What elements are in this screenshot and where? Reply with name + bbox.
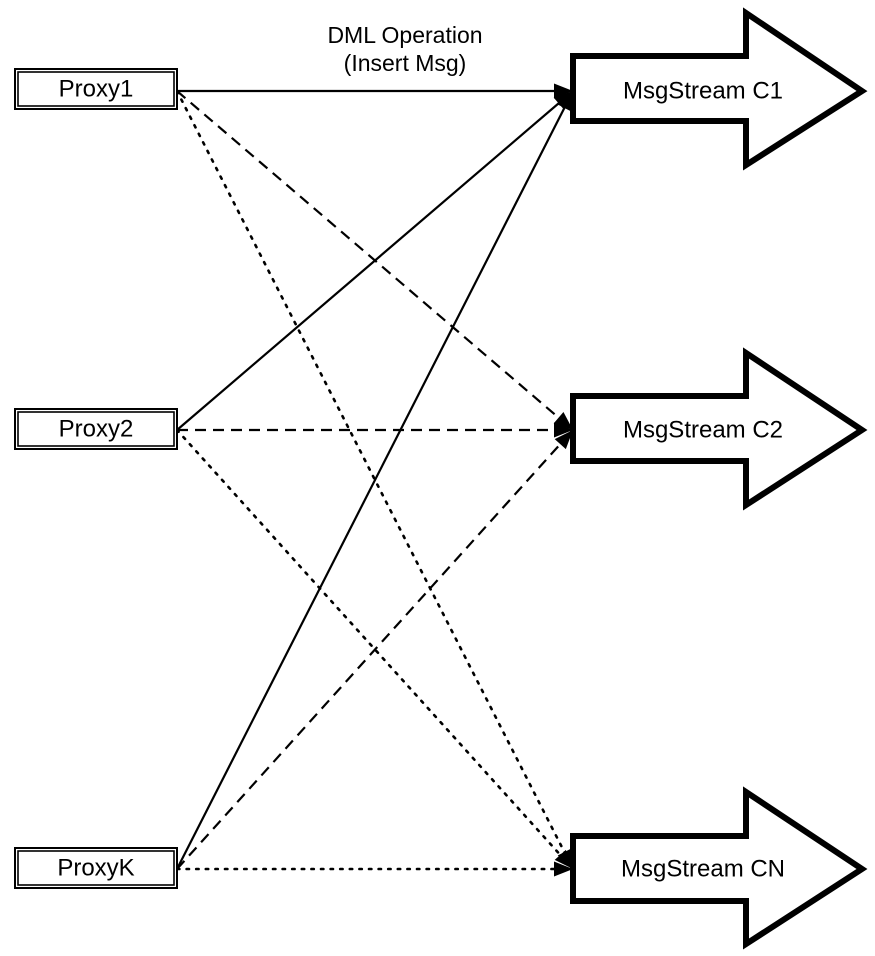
- proxy-node-proxyk[interactable]: ProxyK: [14, 847, 178, 889]
- connector-p1-cn: [175, 89, 568, 858]
- proxy-node-proxy2[interactable]: Proxy2: [14, 408, 178, 450]
- dml-operation-label-line2: (Insert Msg): [344, 50, 467, 76]
- dml-operation-label: DML Operation (Insert Msg): [327, 22, 482, 76]
- connector-p1-c2: [176, 90, 564, 422]
- arrowhead-pk-c2: [554, 430, 573, 450]
- msgstream-node-stream_cn[interactable]: MsgStream CN: [570, 786, 868, 950]
- msgstream-arrow-shape: [570, 7, 868, 171]
- arrowhead-p1-c1: [554, 83, 573, 99]
- msgstream-label: MsgStream C2: [623, 416, 783, 443]
- msgstream-node-stream_c2[interactable]: MsgStream C2: [570, 347, 868, 511]
- arrowhead-layer: [553, 83, 573, 877]
- connector-p2-c1: [176, 99, 564, 431]
- arrowhead-pk-c1: [557, 91, 573, 112]
- msgstream-label: MsgStream CN: [621, 855, 785, 882]
- proxy-label: ProxyK: [57, 854, 134, 881]
- proxy-label: Proxy2: [59, 415, 134, 442]
- connector-line-dotted: [175, 428, 565, 860]
- msgstream-label: MsgStream C1: [623, 77, 783, 104]
- connector-pk-c1: [176, 102, 568, 870]
- msgstream-arrow-shape: [570, 786, 868, 950]
- proxy-box-border-inner: [17, 411, 175, 447]
- connector-line-solid: [176, 102, 568, 870]
- dml-operation-label-line1: DML Operation: [327, 22, 482, 48]
- arrowhead-p1-c2: [553, 411, 573, 430]
- connector-line-dashed: [176, 90, 564, 422]
- connector-line-dotted: [175, 89, 568, 858]
- arrowhead-pk-cn: [554, 861, 573, 877]
- msgstream-nodes-layer: MsgStream C1 MsgStream C2 MsgStream CN: [570, 7, 868, 950]
- msgstream-node-stream_c1[interactable]: MsgStream C1: [570, 7, 868, 171]
- proxy-box-border-inner: [17, 71, 175, 107]
- proxy-label: Proxy1: [59, 75, 134, 102]
- proxy-box-border-inner: [17, 850, 175, 886]
- msgstream-arrow-shape: [570, 347, 868, 511]
- connector-p2-cn: [175, 428, 565, 860]
- arrowhead-p2-c2: [554, 422, 573, 438]
- proxy-node-proxy1[interactable]: Proxy1: [14, 68, 178, 110]
- connector-line-solid: [176, 99, 564, 431]
- connector-pk-c2: [176, 439, 565, 870]
- connector-layer: [175, 89, 568, 871]
- connector-line-dashed: [176, 439, 565, 870]
- arrowhead-p2-cn: [554, 849, 573, 869]
